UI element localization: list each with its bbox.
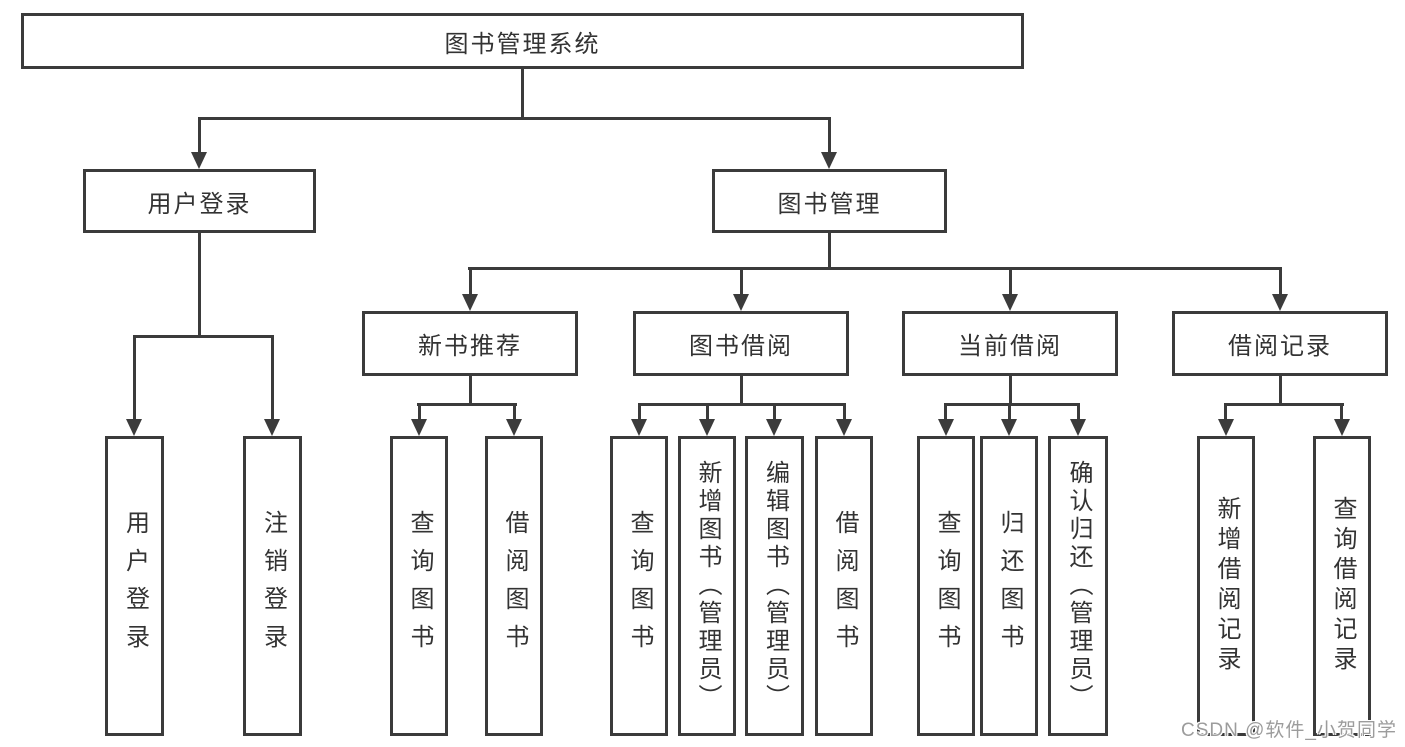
arrow-down-icon	[1070, 419, 1086, 436]
connector-line	[469, 267, 472, 297]
connector-line	[418, 403, 421, 423]
arrow-down-icon	[821, 152, 837, 169]
leaf-confirm-return-admin-label: 确认归还（管理员）	[1065, 460, 1092, 712]
node-book-borrow-label: 图书借阅	[689, 333, 793, 360]
arrow-down-icon	[836, 419, 852, 436]
connector-line	[133, 335, 274, 338]
leaf-borrow-book-recommend: 借阅图书	[485, 436, 543, 736]
leaf-edit-book-admin: 编辑图书（管理员）	[745, 436, 804, 736]
connector-line	[1008, 403, 1011, 423]
leaf-logout: 注销登录	[243, 436, 302, 736]
connector-line	[843, 403, 846, 423]
leaf-user-login-label: 用户登录	[121, 510, 149, 662]
connector-line	[198, 232, 201, 337]
connector-line	[513, 403, 516, 423]
leaf-query-book-current: 查询图书	[917, 436, 975, 736]
connector-line	[706, 403, 709, 423]
node-new-book-recommend: 新书推荐	[362, 311, 578, 376]
connector-line	[468, 267, 1282, 270]
arrow-down-icon	[411, 419, 427, 436]
arrow-down-icon	[1272, 294, 1288, 311]
leaf-add-borrow-record-label: 新增借阅记录	[1213, 496, 1240, 676]
connector-line	[1009, 375, 1012, 406]
connector-line	[521, 68, 524, 120]
connector-line	[1279, 375, 1282, 406]
connector-line	[198, 117, 831, 120]
leaf-confirm-return-admin: 确认归还（管理员）	[1048, 436, 1108, 736]
node-new-book-recommend-label: 新书推荐	[418, 333, 522, 360]
leaf-query-book-borrow-label: 查询图书	[626, 510, 653, 662]
arrow-down-icon	[264, 419, 280, 436]
node-book-management-label: 图书管理	[777, 190, 882, 218]
connector-line	[944, 403, 1080, 406]
connector-line	[271, 335, 274, 421]
connector-line	[1224, 403, 1227, 423]
arrow-down-icon	[938, 419, 954, 436]
node-user-login-label: 用户登录	[147, 190, 252, 218]
leaf-add-borrow-record: 新增借阅记录	[1197, 436, 1255, 736]
node-book-management: 图书管理	[712, 169, 947, 233]
connector-line	[417, 403, 517, 406]
connector-line	[773, 403, 776, 423]
leaf-query-book-current-label: 查询图书	[933, 510, 960, 662]
connector-line	[944, 403, 947, 423]
leaf-borrow-book-recommend-label: 借阅图书	[501, 510, 528, 662]
leaf-add-book-admin-label: 新增图书（管理员）	[694, 460, 721, 712]
arrow-down-icon	[699, 419, 715, 436]
arrow-down-icon	[462, 294, 478, 311]
leaf-query-book-recommend-label: 查询图书	[406, 510, 433, 662]
node-borrow-records-label: 借阅记录	[1228, 333, 1332, 360]
connector-line	[198, 117, 201, 154]
connector-line	[740, 375, 743, 406]
arrow-down-icon	[1334, 419, 1350, 436]
connector-line	[469, 375, 472, 406]
leaf-query-borrow-record-label: 查询借阅记录	[1329, 496, 1356, 676]
connector-line	[1077, 403, 1080, 423]
connector-line	[1340, 403, 1343, 423]
arrow-down-icon	[506, 419, 522, 436]
arrow-down-icon	[631, 419, 647, 436]
arrow-down-icon	[1218, 419, 1234, 436]
watermark: CSDN @软件_小贺同学	[1181, 720, 1397, 741]
connector-line	[828, 117, 831, 154]
node-user-login: 用户登录	[83, 169, 316, 233]
arrow-down-icon	[126, 419, 142, 436]
node-book-borrow: 图书借阅	[633, 311, 849, 376]
leaf-return-book: 归还图书	[980, 436, 1038, 736]
node-root-label: 图书管理系统	[444, 30, 601, 58]
arrow-down-icon	[191, 152, 207, 169]
leaf-edit-book-admin-label: 编辑图书（管理员）	[761, 460, 789, 712]
leaf-return-book-label: 归还图书	[996, 510, 1023, 662]
arrow-down-icon	[733, 294, 749, 311]
leaf-add-book-admin: 新增图书（管理员）	[678, 436, 736, 736]
leaf-logout-label: 注销登录	[259, 510, 287, 662]
connector-line	[1279, 267, 1282, 297]
leaf-borrow-book-label: 借阅图书	[831, 510, 858, 662]
connector-line	[638, 403, 641, 423]
connector-line	[1009, 267, 1012, 297]
node-root: 图书管理系统	[21, 13, 1024, 69]
node-current-borrow-label: 当前借阅	[958, 333, 1062, 360]
connector-line	[828, 232, 831, 270]
connector-line	[1224, 403, 1344, 406]
arrow-down-icon	[1001, 419, 1017, 436]
arrow-down-icon	[766, 419, 782, 436]
connector-line	[133, 335, 136, 421]
arrow-down-icon	[1002, 294, 1018, 311]
connector-line	[638, 403, 846, 406]
connector-line	[740, 267, 743, 297]
node-current-borrow: 当前借阅	[902, 311, 1118, 376]
leaf-borrow-book: 借阅图书	[815, 436, 873, 736]
leaf-user-login: 用户登录	[105, 436, 164, 736]
leaf-query-borrow-record: 查询借阅记录	[1313, 436, 1371, 736]
node-borrow-records: 借阅记录	[1172, 311, 1388, 376]
leaf-query-book-recommend: 查询图书	[390, 436, 448, 736]
leaf-query-book-borrow: 查询图书	[610, 436, 668, 736]
